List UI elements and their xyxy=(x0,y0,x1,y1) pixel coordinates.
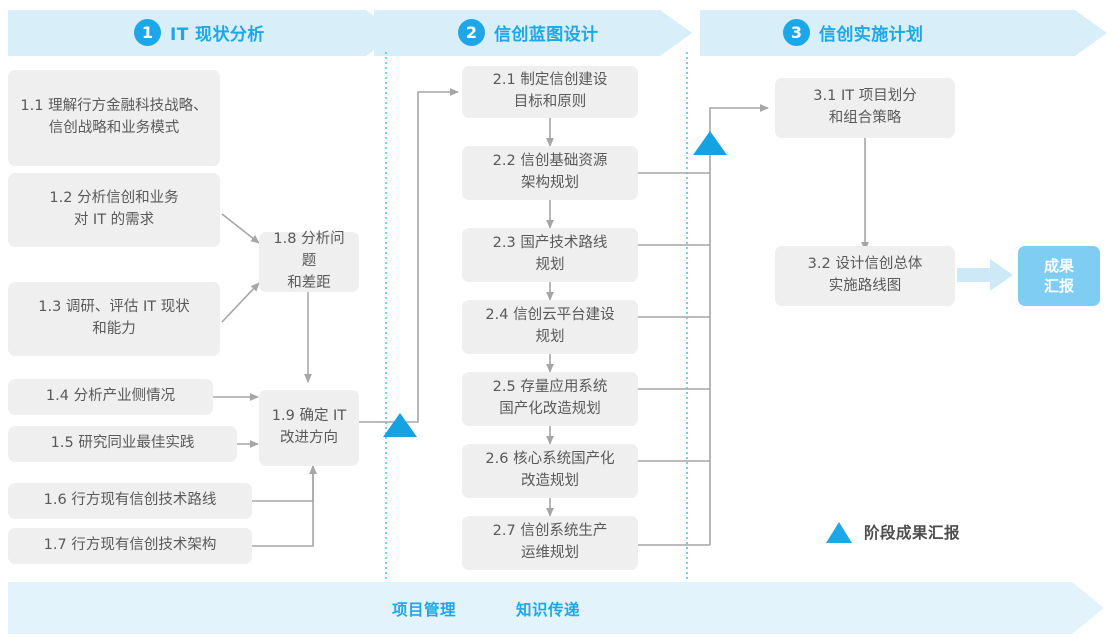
legend-label: 阶段成果汇报 xyxy=(864,524,961,542)
phase-number-1: 1 xyxy=(134,19,161,46)
phase-number-2: 2 xyxy=(458,19,485,46)
result-arrow xyxy=(957,259,1013,291)
footer-label-knowledge-transfer: 知识传递 xyxy=(516,601,581,619)
phase-number-3: 3 xyxy=(783,19,810,46)
task-box-1-4[interactable]: 1.4 分析产业侧情况 xyxy=(8,379,213,415)
triangle-icon xyxy=(826,521,852,543)
task-box-1-1[interactable]: 1.1 理解行方金融科技战略、信创战略和业务模式 xyxy=(8,70,220,166)
task-box-2-6[interactable]: 2.6 核心系统国产化改造规划 xyxy=(462,444,638,498)
task-box-1-3[interactable]: 1.3 调研、评估 IT 现状和能力 xyxy=(8,282,220,356)
legend-milestone: 阶段成果汇报 xyxy=(826,521,960,543)
task-box-1-8[interactable]: 1.8 分析问题和差距 xyxy=(259,231,359,292)
task-box-2-4[interactable]: 2.4 信创云平台建设规划 xyxy=(462,300,638,354)
task-box-2-5[interactable]: 2.5 存量应用系统国产化改造规划 xyxy=(462,372,638,426)
phase-header-2[interactable]: 2 信创蓝图设计 xyxy=(458,19,598,46)
result-report-chip[interactable]: 成果汇报 xyxy=(1018,246,1100,306)
task-box-1-5[interactable]: 1.5 研究同业最佳实践 xyxy=(8,426,237,462)
task-box-1-6[interactable]: 1.6 行方现有信创技术路线 xyxy=(8,483,252,519)
phase-header-1[interactable]: 1 IT 现状分析 xyxy=(134,19,265,46)
phase-title-3: 信创实施计划 xyxy=(819,25,924,45)
task-box-2-7[interactable]: 2.7 信创系统生产运维规划 xyxy=(462,516,638,570)
milestone-marker-phase1 xyxy=(383,413,417,437)
phase-header-3[interactable]: 3 信创实施计划 xyxy=(783,19,923,46)
task-box-2-2[interactable]: 2.2 信创基础资源架构规划 xyxy=(462,146,638,200)
milestone-marker-phase2 xyxy=(693,131,727,155)
phase-title-2: 信创蓝图设计 xyxy=(494,25,599,45)
footer-label-project-management: 项目管理 xyxy=(392,601,457,619)
task-box-3-1[interactable]: 3.1 IT 项目划分和组合策略 xyxy=(775,78,955,138)
task-box-2-3[interactable]: 2.3 国产技术路线规划 xyxy=(462,228,638,282)
phase-title-1: IT 现状分析 xyxy=(170,25,265,45)
task-box-1-7[interactable]: 1.7 行方现有信创技术架构 xyxy=(8,528,252,564)
task-box-1-2[interactable]: 1.2 分析信创和业务对 IT 的需求 xyxy=(8,173,220,247)
task-box-2-1[interactable]: 2.1 制定信创建设目标和原则 xyxy=(462,66,638,118)
task-box-3-2[interactable]: 3.2 设计信创总体实施路线图 xyxy=(775,246,955,306)
